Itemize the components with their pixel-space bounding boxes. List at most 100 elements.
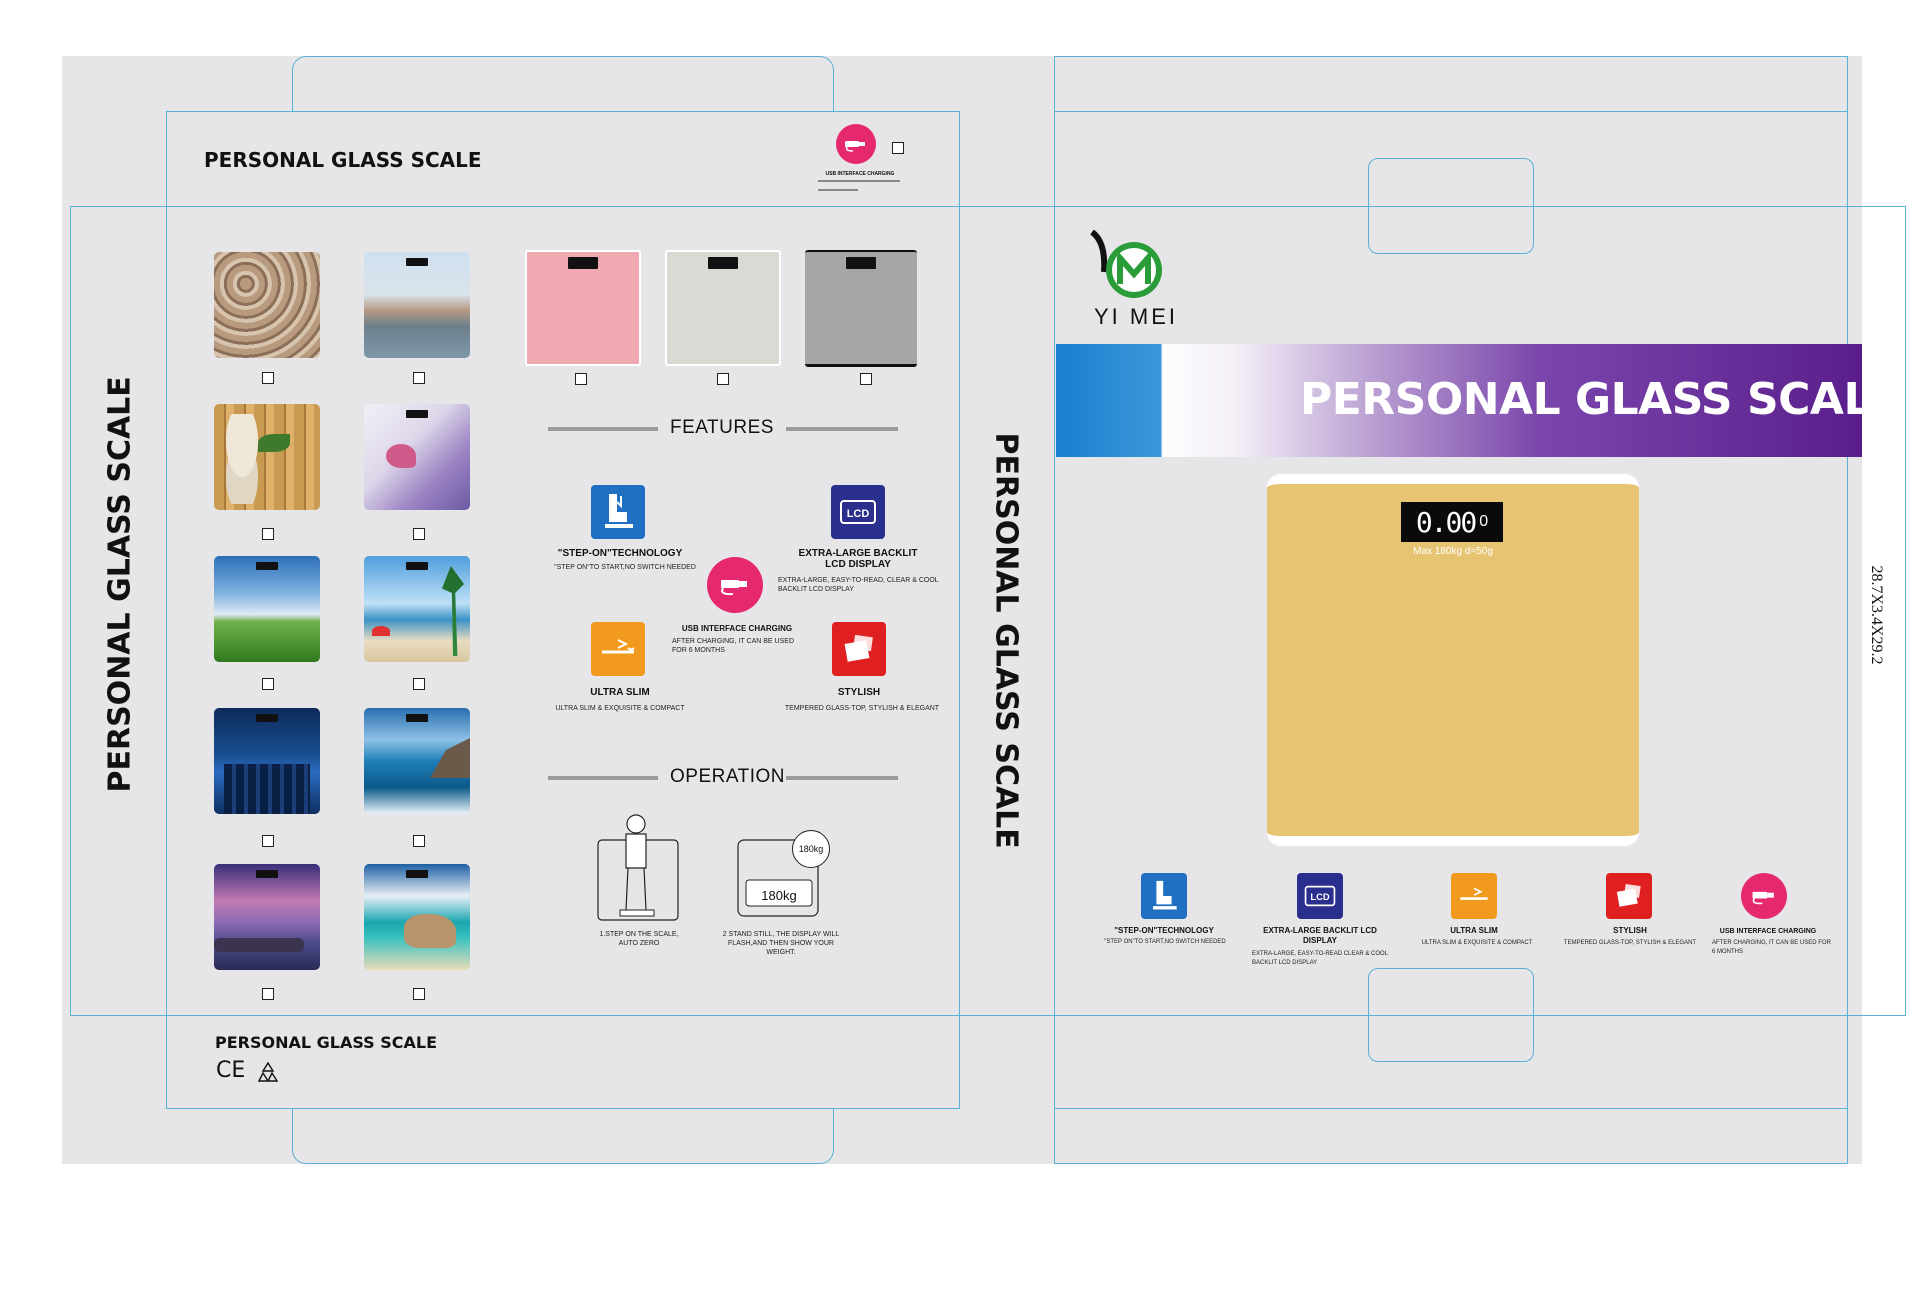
top-flap-outline xyxy=(166,111,960,207)
banner-title: PERSONAL GLASS SCALE xyxy=(1300,374,1901,425)
thumbnail-rocky-sunset xyxy=(214,864,320,970)
svg-text:LCD: LCD xyxy=(1310,892,1329,902)
brand-logo xyxy=(1090,229,1170,304)
left-side-title: PERSONAL GLASS SCALE xyxy=(102,376,138,793)
scale-image: 0.00 0 Max 180kg d=50g xyxy=(1267,474,1639,846)
back-panel-outline xyxy=(166,206,960,1016)
front-feature-slim-label: ULTRA SLIM xyxy=(1450,926,1498,935)
stylish-icon xyxy=(832,622,886,676)
thumbnail-butterfly-flowers xyxy=(364,404,470,510)
thumbnail-seaside-town xyxy=(364,252,470,358)
dimensions-label: 28.7X3.4X29.2 xyxy=(1868,565,1885,665)
front-lcd-icon: LCD xyxy=(1297,873,1343,919)
sample-checkbox xyxy=(575,373,587,385)
front-feature-stylish-desc: TEMPERED GLASS-TOP, STYLISH & ELEGANT xyxy=(1563,940,1697,946)
right-side-title: PERSONAL GLASS SCALE xyxy=(988,432,1024,849)
operation-step2-illustration xyxy=(736,834,822,922)
features-rule-left xyxy=(548,427,658,431)
front-banner xyxy=(1056,344,1862,457)
front-bottom-handle xyxy=(1368,968,1534,1062)
front-feature-lcd-desc: EXTRA-LARGE, EASY-TO-READ CLEAR & COOL B… xyxy=(1252,951,1388,966)
front-panel-outline xyxy=(1054,56,1848,1164)
front-top-line xyxy=(1054,111,1848,112)
top-flap-title: PERSONAL GLASS SCALE xyxy=(204,148,482,172)
bottom-tab-outline xyxy=(292,1108,834,1164)
operation-rule-left xyxy=(548,776,658,780)
thumbnail-checkbox xyxy=(413,835,425,847)
thumbnail-checkbox xyxy=(262,988,274,1000)
top-tab-outline xyxy=(292,56,834,112)
thumbnail-checkbox xyxy=(413,988,425,1000)
thumbnail-checkbox xyxy=(262,678,274,690)
front-feature-step-on-desc: "STEP ON"TO START,NO SWITCH NEEDED xyxy=(1104,939,1226,945)
thumbnail-checkbox xyxy=(413,372,425,384)
features-rule-right xyxy=(786,427,898,431)
bottom-flap-title: PERSONAL GLASS SCALE xyxy=(215,1033,438,1052)
thumbnail-grassland-sky xyxy=(214,556,320,662)
sample-light-grey xyxy=(665,250,781,366)
front-boot-icon xyxy=(1141,873,1187,919)
thumbnail-ocean-waves xyxy=(364,708,470,814)
usb-icon xyxy=(707,557,763,613)
thumbnail-city-night xyxy=(214,708,320,814)
thumbnail-tropical-rocks xyxy=(364,864,470,970)
front-feature-usb-label: USB INTERFACE CHARGING xyxy=(1719,928,1817,935)
feature-usb-desc: AFTER CHARGING, IT CAN BE USED FOR 6 MON… xyxy=(672,638,794,654)
front-feature-step-on-label: "STEP-ON"TECHNOLOGY xyxy=(1114,926,1214,935)
feature-stylish-label: STYLISH xyxy=(837,687,881,698)
usb-badge-fineprint xyxy=(818,180,900,182)
front-feature-usb-desc: AFTER CHARGING, IT CAN BE USED FOR 6 MON… xyxy=(1712,940,1831,955)
feature-lcd-label: EXTRA-LARGE BACKLIT LCD DISPLAY xyxy=(798,548,918,570)
thumbnail-checkbox xyxy=(413,528,425,540)
thumbnail-checkbox xyxy=(262,528,274,540)
front-feature-slim-desc: ULTRA SLIM & EXQUISITE & COMPACT xyxy=(1421,940,1533,946)
sample-grey xyxy=(805,250,917,367)
operation-step2-bubble: 180kg xyxy=(792,830,830,868)
operation-heading: OPERATION xyxy=(670,766,785,787)
scale-capacity: Max 180kg d=50g xyxy=(1413,546,1493,557)
front-feature-stylish-label: STYLISH xyxy=(1613,926,1647,935)
scale-display: 0.00 0 xyxy=(1401,502,1503,542)
operation-step1-illustration xyxy=(596,812,680,922)
thumbnail-checkbox xyxy=(413,678,425,690)
operation-step2-display: 180kg xyxy=(761,888,797,903)
front-usb-icon xyxy=(1741,873,1787,919)
operation-step1-desc: 1.STEP ON THE SCALE, AUTO ZERO xyxy=(599,931,679,947)
brand-name: YI MEI xyxy=(1094,304,1179,329)
feature-slim-desc: ULTRA SLIM & EXQUISITE & COMPACT xyxy=(555,705,685,712)
thumbnail-bamboo-stones xyxy=(214,404,320,510)
thumbnail-beach-palm xyxy=(364,556,470,662)
top-flap-checkbox xyxy=(892,142,904,154)
front-slim-icon xyxy=(1451,873,1497,919)
sample-pink xyxy=(525,250,641,366)
feature-usb-label: USB INTERFACE CHARGING xyxy=(681,624,793,633)
bottom-flap-outline xyxy=(166,1015,960,1109)
svg-text:LCD: LCD xyxy=(847,508,870,520)
thumbnail-pebbles xyxy=(214,252,320,358)
main-panel-outline xyxy=(70,206,1906,1016)
front-stylish-icon xyxy=(1606,873,1652,919)
usb-badge-fineprint-2 xyxy=(818,189,858,191)
scale-display-unit: 0 xyxy=(1479,513,1489,530)
operation-step2-desc: 2 STAND STILL, THE DISPLAY WILL FLASH,AN… xyxy=(722,931,840,956)
sample-checkbox xyxy=(860,373,872,385)
lcd-icon: LCD xyxy=(831,485,885,539)
feature-slim-label: ULTRA SLIM xyxy=(590,687,650,698)
feature-stylish-desc: TEMPERED GLASS-TOP, STYLISH & ELEGANT xyxy=(784,705,940,712)
sample-checkbox xyxy=(717,373,729,385)
front-feature-lcd-label: EXTRA-LARGE BACKLIT LCD DISPLAY xyxy=(1263,926,1377,945)
operation-step2-bubble-text: 180kg xyxy=(798,844,824,854)
thumbnail-checkbox xyxy=(262,372,274,384)
thumbnail-checkbox xyxy=(262,835,274,847)
boot-icon xyxy=(591,485,645,539)
feature-lcd-desc: EXTRA-LARGE, EASY-TO-READ, CLEAR & COOL … xyxy=(778,577,939,593)
front-bottom-line xyxy=(1054,1108,1848,1109)
usb-badge-icon xyxy=(836,124,876,164)
scale-display-value: 0.00 xyxy=(1415,505,1477,539)
front-top-handle xyxy=(1368,158,1534,254)
usb-badge-caption: USB INTERFACE CHARGING xyxy=(825,171,895,177)
ce-mark: CE xyxy=(216,1058,246,1083)
feature-step-on-label: "STEP-ON"TECHNOLOGY xyxy=(557,548,683,559)
recycle-icon xyxy=(255,1060,281,1086)
features-heading: FEATURES xyxy=(670,417,774,438)
